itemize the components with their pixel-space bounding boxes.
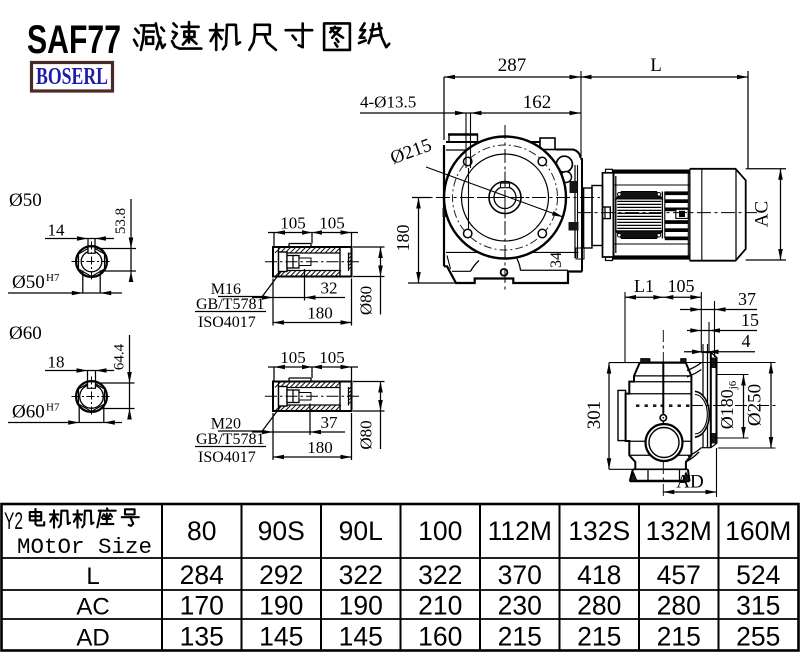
- svg-text:284: 284: [180, 560, 224, 590]
- svg-text:105: 105: [319, 348, 345, 367]
- svg-text:14: 14: [48, 221, 66, 240]
- svg-text:AC: AC: [76, 594, 109, 621]
- svg-text:215: 215: [657, 622, 701, 652]
- svg-text:100: 100: [418, 516, 462, 546]
- svg-text:GB/T5781: GB/T5781: [196, 431, 264, 448]
- svg-text:18: 18: [48, 353, 65, 372]
- svg-text:Ø250: Ø250: [745, 384, 766, 426]
- svg-text:M16: M16: [211, 281, 241, 298]
- svg-text:Ø50: Ø50: [9, 190, 42, 211]
- svg-text:Ø50: Ø50: [12, 272, 45, 293]
- svg-text:Ø80: Ø80: [357, 420, 376, 449]
- svg-text:132S: 132S: [568, 516, 630, 546]
- svg-text:53.8: 53.8: [113, 208, 129, 234]
- svg-text:ISO4017: ISO4017: [198, 449, 256, 466]
- svg-text:280: 280: [657, 591, 701, 621]
- svg-text:230: 230: [498, 591, 542, 621]
- svg-text:190: 190: [339, 591, 383, 621]
- svg-text:524: 524: [736, 560, 780, 590]
- svg-text:ISO4017: ISO4017: [198, 314, 256, 331]
- svg-text:215: 215: [577, 622, 621, 652]
- svg-text:180: 180: [307, 304, 333, 323]
- svg-text:105: 105: [668, 276, 695, 296]
- svg-text:315: 315: [736, 591, 780, 621]
- svg-text:322: 322: [418, 560, 462, 590]
- svg-text:90S: 90S: [258, 516, 305, 546]
- svg-text:H7: H7: [46, 272, 60, 284]
- svg-text:418: 418: [577, 560, 621, 590]
- svg-text:32: 32: [321, 279, 338, 298]
- svg-text:180: 180: [307, 438, 333, 457]
- svg-text:L1: L1: [634, 276, 654, 296]
- svg-text:AD: AD: [676, 472, 703, 493]
- svg-text:M20: M20: [211, 416, 241, 433]
- svg-text:132M: 132M: [646, 516, 712, 546]
- svg-text:L: L: [650, 55, 662, 76]
- svg-text:105: 105: [280, 214, 306, 233]
- svg-text:Y2: Y2: [4, 508, 23, 535]
- svg-text:145: 145: [339, 622, 383, 652]
- svg-text:Ø215: Ø215: [388, 135, 435, 169]
- svg-text:105: 105: [280, 348, 306, 367]
- svg-text:160M: 160M: [725, 516, 791, 546]
- svg-text:64.4: 64.4: [112, 343, 128, 370]
- svg-text:105: 105: [319, 214, 345, 233]
- svg-text:GB/T5781: GB/T5781: [196, 296, 264, 313]
- svg-text:4: 4: [742, 331, 751, 351]
- svg-text:180: 180: [393, 225, 413, 252]
- svg-text:15: 15: [741, 310, 759, 330]
- svg-text:Ø80: Ø80: [357, 286, 376, 315]
- svg-text:280: 280: [577, 591, 621, 621]
- svg-text:37: 37: [738, 289, 756, 309]
- svg-text:AC: AC: [752, 201, 773, 227]
- svg-text:160: 160: [418, 622, 462, 652]
- svg-text:170: 170: [180, 591, 224, 621]
- svg-text:Ø180j6: Ø180j6: [717, 380, 739, 429]
- svg-text:112M: 112M: [488, 516, 552, 546]
- svg-text:457: 457: [657, 560, 701, 590]
- svg-text:162: 162: [523, 92, 552, 113]
- svg-text:BOSERL: BOSERL: [36, 64, 108, 90]
- svg-text:AD: AD: [76, 625, 109, 652]
- svg-text:255: 255: [736, 622, 780, 652]
- svg-text:37: 37: [321, 413, 339, 432]
- svg-text:287: 287: [498, 55, 527, 76]
- svg-text:Ø60: Ø60: [9, 323, 42, 344]
- svg-text:190: 190: [259, 591, 303, 621]
- svg-text:80: 80: [187, 516, 216, 546]
- svg-text:292: 292: [259, 560, 303, 590]
- svg-text:SAF77: SAF77: [27, 18, 121, 62]
- svg-text:145: 145: [259, 622, 303, 652]
- svg-text:210: 210: [418, 591, 462, 621]
- svg-text:H7: H7: [46, 402, 60, 414]
- svg-text:215: 215: [498, 622, 542, 652]
- svg-text:L: L: [86, 563, 99, 590]
- svg-text:135: 135: [180, 622, 224, 652]
- svg-text:370: 370: [498, 560, 542, 590]
- svg-text:322: 322: [339, 560, 383, 590]
- svg-text:301: 301: [584, 401, 605, 430]
- svg-text:34: 34: [548, 252, 565, 268]
- svg-text:4-Ø13.5: 4-Ø13.5: [360, 93, 416, 112]
- svg-text:Ø60: Ø60: [12, 402, 45, 423]
- svg-text:MOtOr Size: MOtOr Size: [17, 535, 152, 560]
- svg-text:90L: 90L: [339, 516, 383, 546]
